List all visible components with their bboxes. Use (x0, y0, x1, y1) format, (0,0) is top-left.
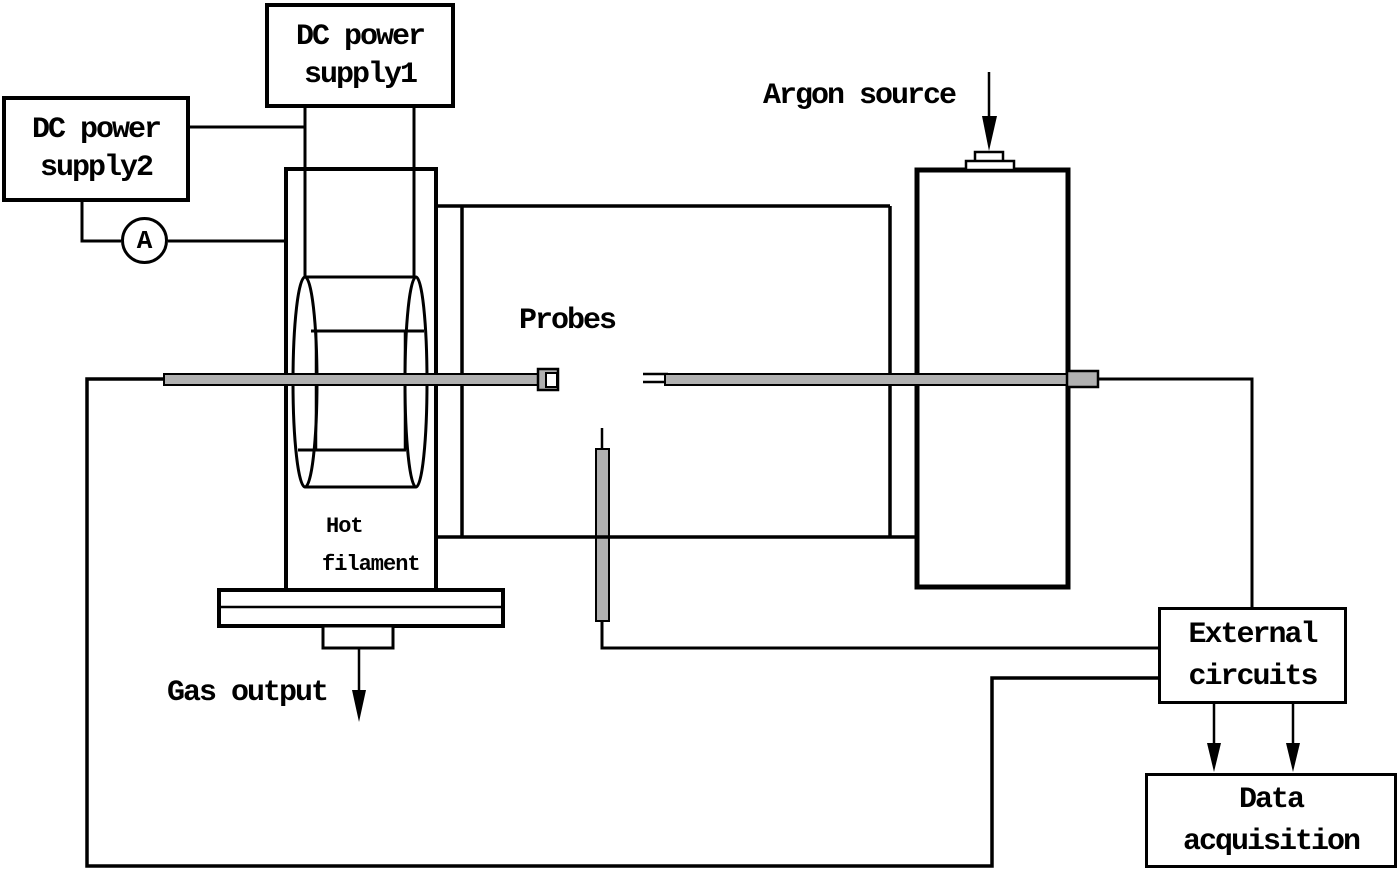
left-probe (163, 367, 560, 392)
data-acquisition-label-line2: acquisition (1182, 824, 1361, 859)
left-probe-rod (163, 373, 542, 386)
argon-valve-base-fitting (964, 159, 1016, 172)
probes-label: Probes (519, 304, 617, 338)
external-to-daq-arrowhead-1 (1207, 743, 1221, 772)
dc-power-supply-1-label-line2: supply1 (303, 57, 418, 92)
gas-output-label: Gas output (167, 676, 329, 710)
dc-power-supply-2-box: DC power supply2 (2, 96, 190, 202)
wire-supply2-to-ammeter (80, 202, 121, 243)
vertical-probe (595, 428, 610, 622)
dc-power-supply-1-label-line1: DC power (295, 19, 426, 54)
wire-right-probe-to-external-circuits (1096, 377, 1254, 608)
data-acquisition-box: Data acquisition (1145, 773, 1397, 868)
hot-filament-label-line1: Hot (326, 514, 364, 539)
ammeter-label: A (136, 225, 153, 256)
external-circuits-label-line1: External (1188, 617, 1318, 652)
gas-output-port (321, 624, 395, 650)
external-to-daq-arrowhead-2 (1286, 743, 1300, 772)
gas-output-arrowhead (352, 690, 366, 722)
argon-inlet-arrowhead (982, 116, 997, 151)
wire-vertical-probe-to-external-circuits (600, 618, 1158, 650)
wire-left-probe-to-external-circuits (85, 377, 1158, 868)
left-probe-tip (545, 372, 558, 388)
external-circuits-label-line2: circuits (1188, 659, 1318, 694)
argon-source-label: Argon source (763, 79, 957, 113)
right-probe (643, 369, 1100, 389)
hot-filament-label: Hot filament (322, 508, 421, 584)
hot-filament-coil (291, 275, 429, 489)
right-probe-end-cap (1065, 369, 1100, 389)
dc-power-supply-2-label-line2: supply2 (39, 151, 154, 185)
right-probe-rod (664, 373, 1069, 386)
hot-filament-label-line2: filament (322, 552, 421, 577)
data-acquisition-label-line1: Data (1238, 782, 1305, 817)
vertical-probe-rod (595, 448, 610, 622)
dc-power-supply-2-label-line1: DC power (31, 113, 162, 147)
ammeter: A (121, 217, 168, 264)
external-circuits-box: External circuits (1158, 607, 1347, 704)
dc-power-supply-1-box: DC power supply1 (265, 3, 455, 108)
